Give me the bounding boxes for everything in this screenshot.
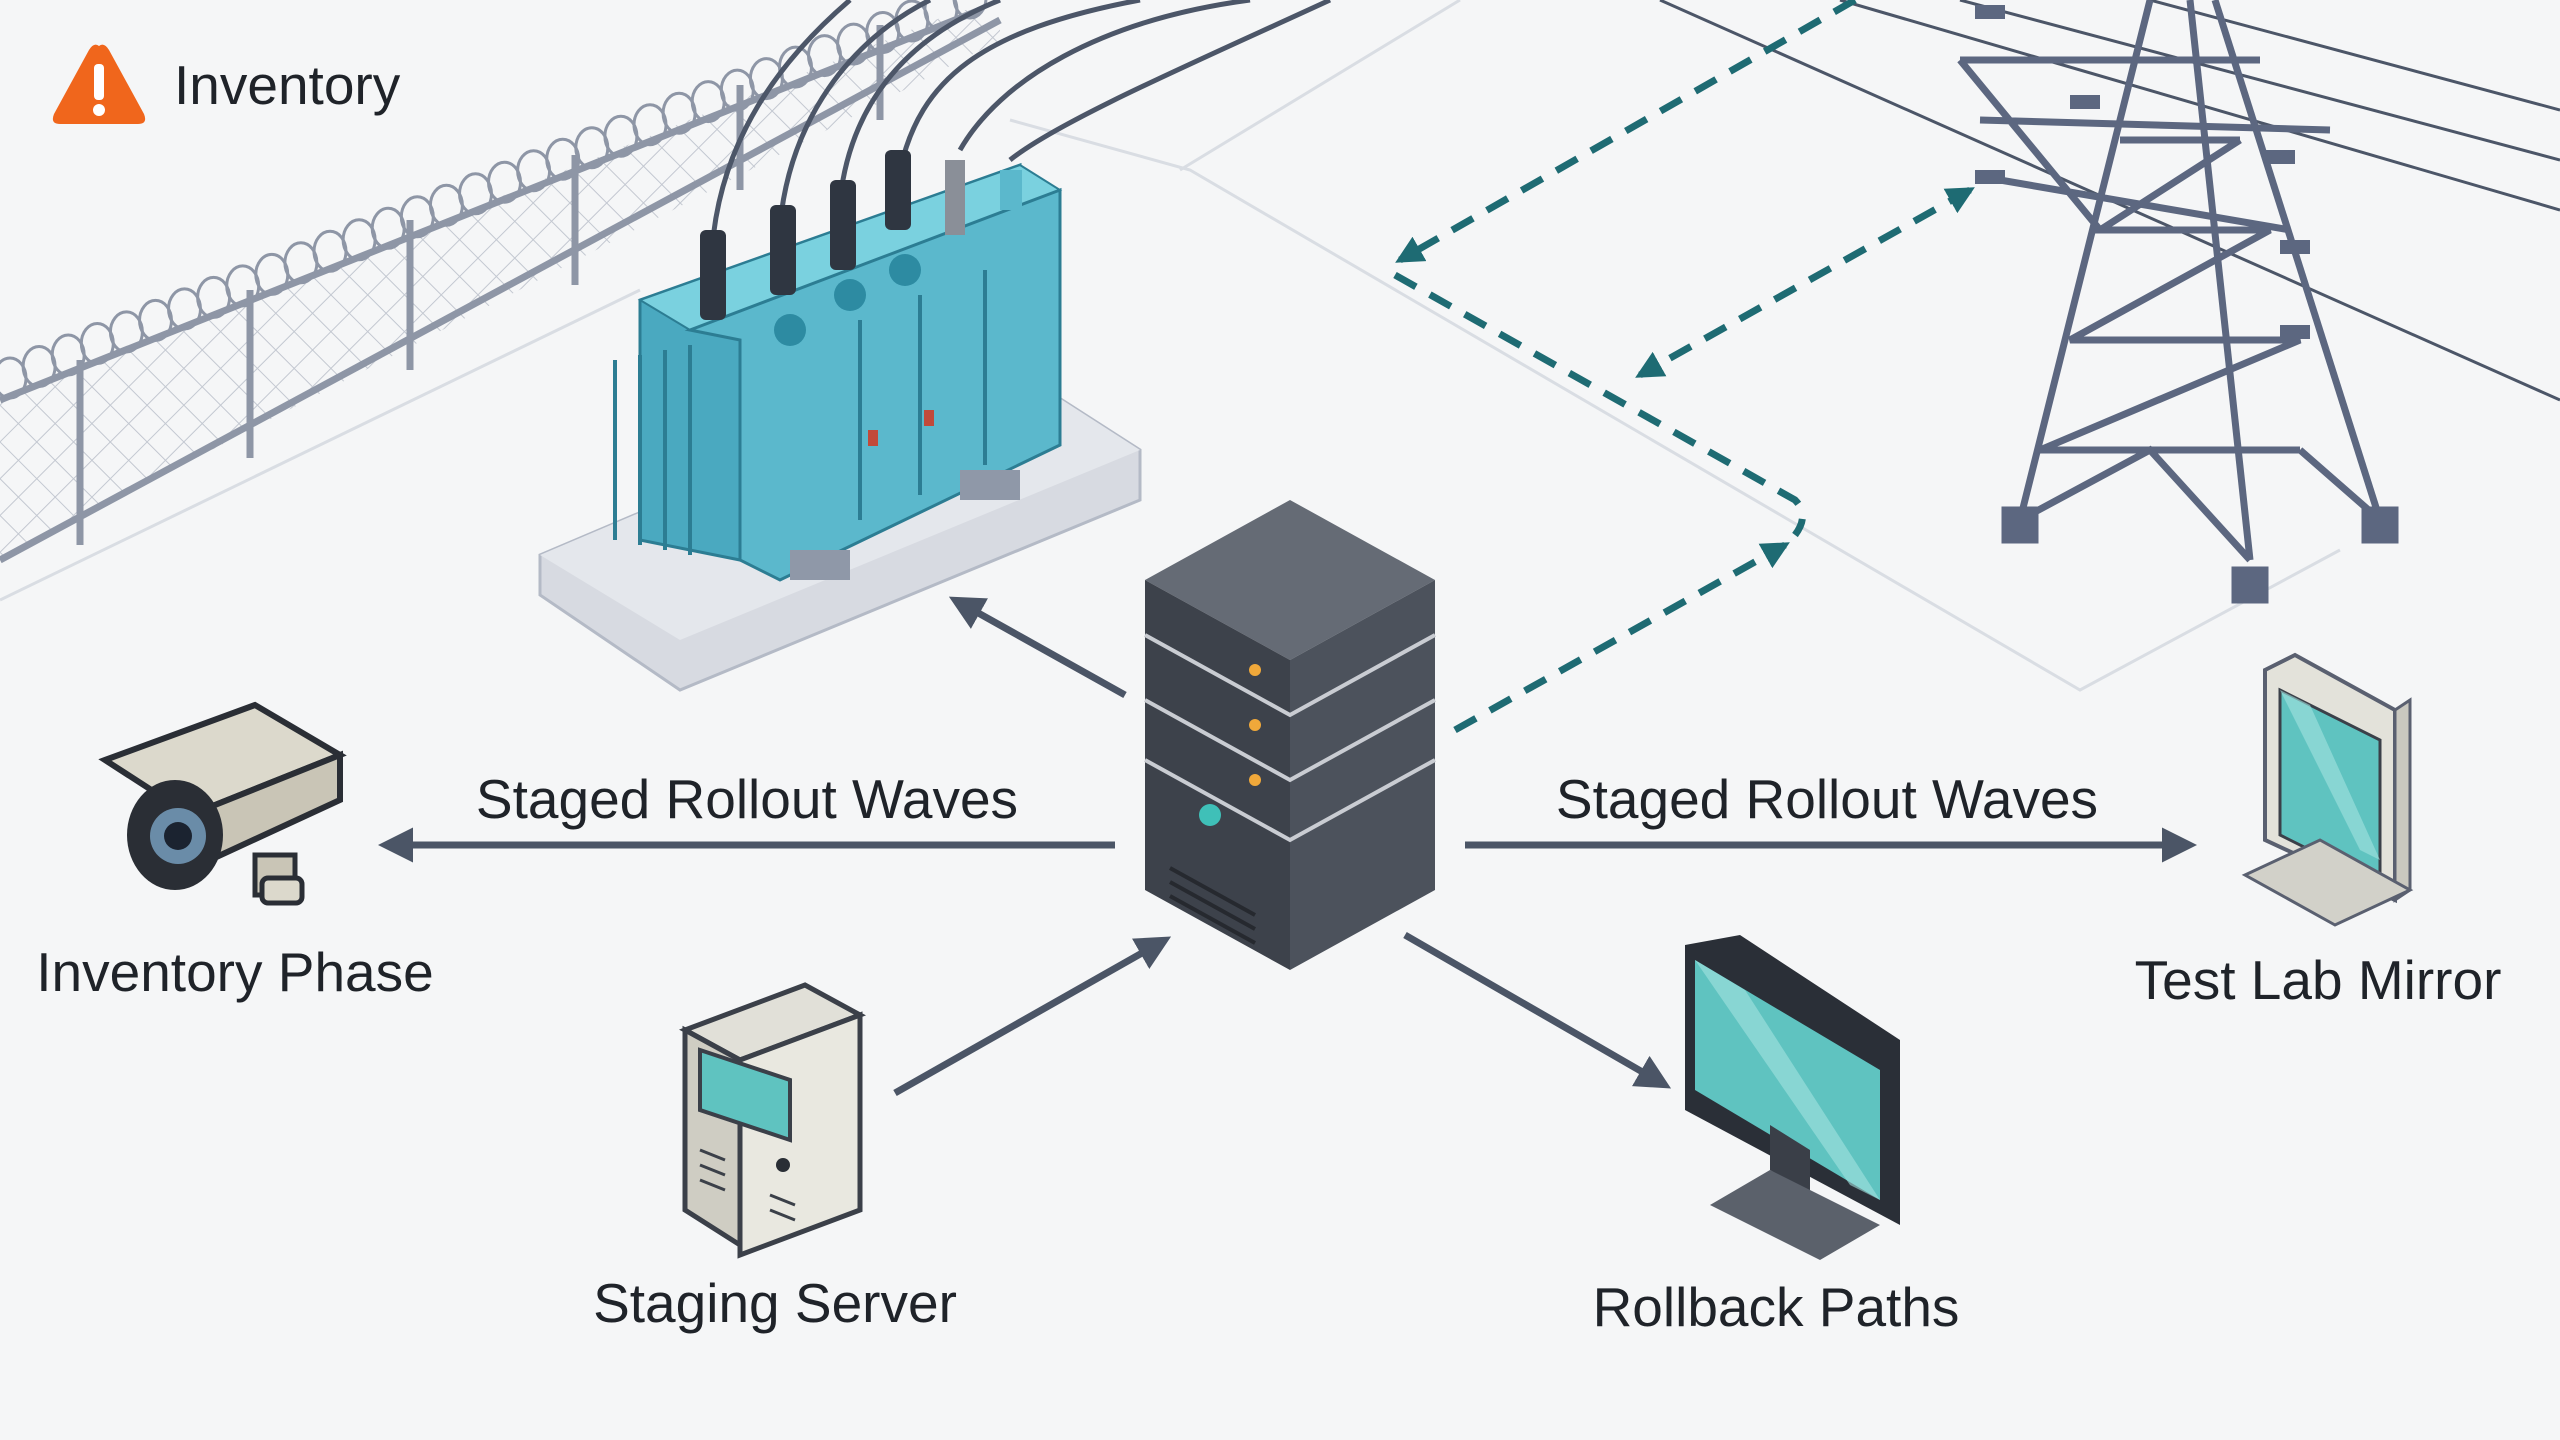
arrow-label-left: Staged Rollout Waves (475, 768, 1019, 830)
kiosk-label: Test Lab Mirror (2134, 949, 2502, 1011)
insulators (1975, 5, 2310, 339)
camera-label: Inventory Phase (36, 941, 434, 1003)
rollback-monitor (1685, 935, 1900, 1260)
razor-wire-coil (21, 345, 57, 388)
staging-server-device (679, 982, 866, 1259)
power-transformer (538, 150, 1142, 692)
staging-server-label: Staging Server (593, 1272, 957, 1334)
razor-wire-coil (50, 333, 86, 377)
central-server (1144, 500, 1436, 970)
flow-arrows (378, 596, 2197, 1097)
ground-plot-lines (0, 0, 2341, 692)
security-camera (98, 701, 347, 906)
razor-wire-coil (79, 322, 115, 365)
warning-icon (52, 44, 146, 124)
feeder-cables (709, 0, 1332, 251)
arrow-from-staging (893, 936, 1172, 1097)
arrow-to-rollback (1403, 931, 1672, 1089)
razor-wire-coil (952, 0, 988, 20)
security-fence (0, 0, 1002, 564)
test-lab-kiosk (2241, 652, 2414, 927)
transmission-tower (1957, 0, 2399, 604)
header: Inventory (50, 40, 400, 130)
arrow-label-right: Staged Rollout Waves (1555, 768, 2099, 830)
rollback-label: Rollback Paths (1592, 1276, 1960, 1338)
razor-wire-coil (108, 310, 144, 354)
arrow-to-transformer (948, 596, 1127, 699)
data-route-dashed (1393, 0, 1975, 734)
page-title: Inventory (174, 54, 401, 116)
